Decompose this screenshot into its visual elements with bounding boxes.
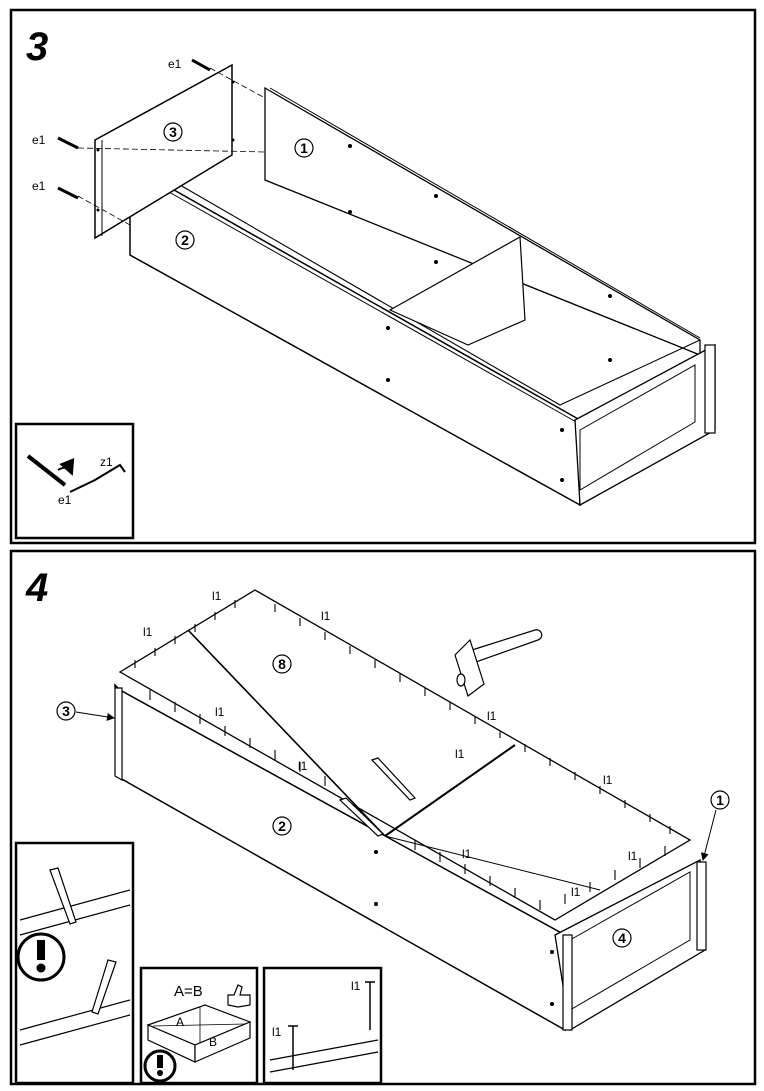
nail-label: l1 [298,759,308,773]
nail-label: l1 [351,979,361,993]
nail-label: l1 [603,773,613,787]
nail-label: l1 [571,885,581,899]
part-number-1: 1 [300,140,308,156]
panel-8-back [118,589,692,921]
nail-label: l1 [628,849,638,863]
screw-label-e1: e1 [32,179,46,193]
screw-label-e1: e1 [32,133,46,147]
nail-label: l1 [321,609,331,623]
screw-e1-group [57,58,211,200]
nail-label: l1 [212,589,222,603]
hammer-icon [454,629,543,697]
step-3-number: 3 [26,25,48,69]
nail-label: l1 [487,709,497,723]
nails-row [134,600,671,910]
part-number-3: 3 [169,124,177,140]
inset-pencil-marking [14,841,135,1085]
inset-nails: l1 l1 [262,966,383,1085]
part-number-4: 4 [618,930,626,946]
part-number-2: 2 [181,232,189,248]
inset-diagonal-check: A=B A B [139,966,259,1085]
tool-label-z1: z1 [100,455,113,469]
part-number-1: 1 [716,792,724,808]
equal-diagonals-label: A=B [174,983,203,1000]
step-3-panel: 3 e1 e1 e1 [9,8,757,545]
screw-label-e1: e1 [58,493,72,507]
nail-label: l1 [215,705,225,719]
nail-label: l1 [143,625,153,639]
diagonal-b-label: B [209,1035,217,1049]
thumbs-up-icon [227,984,251,1008]
screw-label-e1: e1 [168,57,182,71]
part-number-2: 2 [278,818,286,834]
step-4-panel: 4 [9,549,757,1086]
center-divider [388,236,526,346]
diagonal-a-label: A [176,1015,184,1029]
part-number-3: 3 [62,703,70,719]
nail-label: l1 [462,847,472,861]
step-4-number: 4 [25,566,48,610]
part-number-8: 8 [278,656,286,672]
step-3-inset: z1 e1 [14,422,135,540]
nail-label: l1 [455,747,465,761]
nail-label: l1 [272,1025,282,1039]
pencil-icon [338,757,417,837]
